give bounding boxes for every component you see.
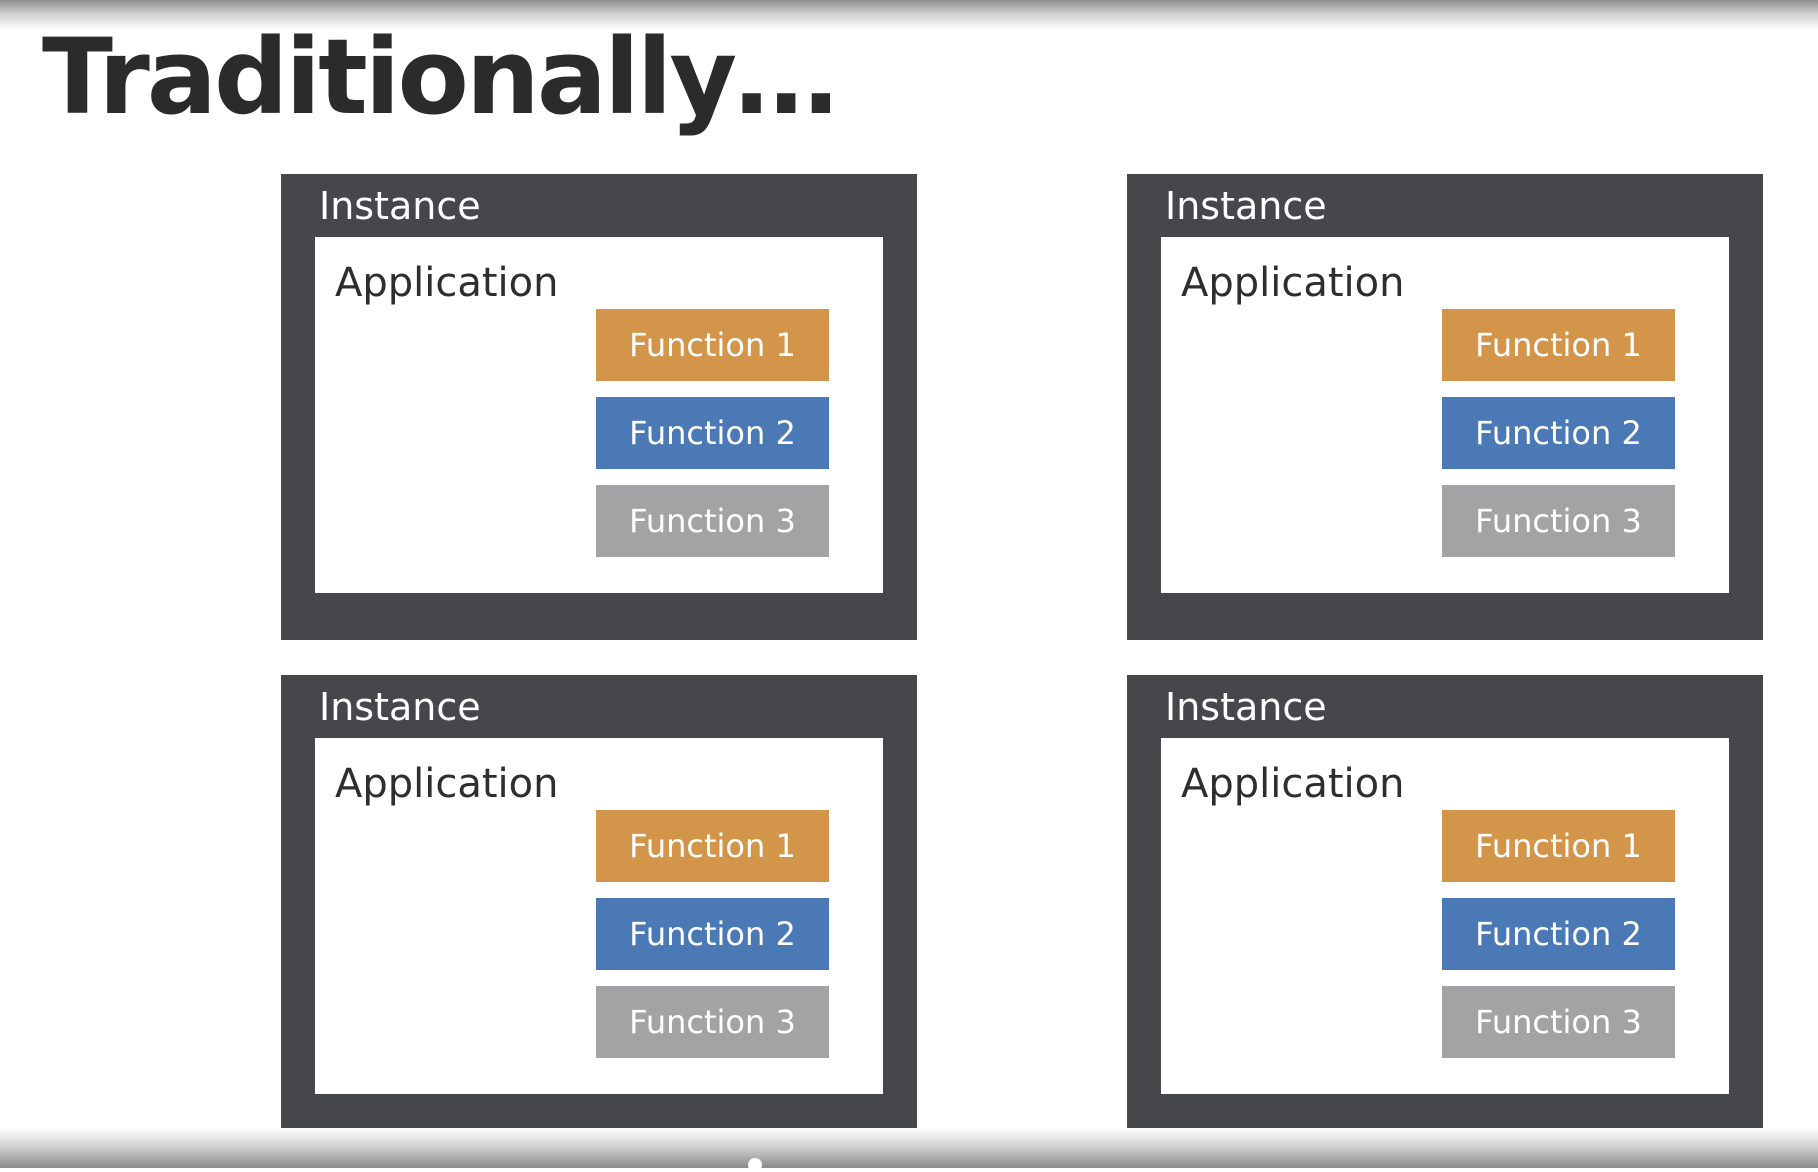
- application-box: Application Function 1 Function 2 Functi…: [1161, 237, 1729, 593]
- function-2-block: Function 2: [1442, 397, 1675, 469]
- application-label: Application: [1181, 761, 1405, 807]
- function-3-block: Function 3: [1442, 485, 1675, 557]
- top-shade: [0, 0, 1818, 30]
- instance-label: Instance: [1165, 184, 1327, 228]
- function-1-block: Function 1: [596, 309, 829, 381]
- function-3-block: Function 3: [1442, 986, 1675, 1058]
- instance-box-4: Instance Application Function 1 Function…: [1127, 675, 1763, 1141]
- application-box: Application Function 1 Function 2 Functi…: [1161, 738, 1729, 1094]
- instance-label: Instance: [319, 685, 481, 729]
- application-box: Application Function 1 Function 2 Functi…: [315, 237, 883, 593]
- slide-title: Traditionally…: [42, 16, 838, 138]
- function-1-block: Function 1: [1442, 810, 1675, 882]
- instance-label: Instance: [1165, 685, 1327, 729]
- function-3-block: Function 3: [596, 986, 829, 1058]
- application-box: Application Function 1 Function 2 Functi…: [315, 738, 883, 1094]
- instance-box-2: Instance Application Function 1 Function…: [1127, 174, 1763, 640]
- function-2-block: Function 2: [596, 397, 829, 469]
- bottom-shade: [0, 1128, 1818, 1168]
- instance-label: Instance: [319, 184, 481, 228]
- cursor-dot: [748, 1158, 762, 1172]
- function-1-block: Function 1: [1442, 309, 1675, 381]
- application-label: Application: [335, 260, 559, 306]
- application-label: Application: [1181, 260, 1405, 306]
- instance-box-1: Instance Application Function 1 Function…: [281, 174, 917, 640]
- function-1-block: Function 1: [596, 810, 829, 882]
- application-label: Application: [335, 761, 559, 807]
- function-2-block: Function 2: [1442, 898, 1675, 970]
- function-2-block: Function 2: [596, 898, 829, 970]
- instance-box-3: Instance Application Function 1 Function…: [281, 675, 917, 1141]
- function-3-block: Function 3: [596, 485, 829, 557]
